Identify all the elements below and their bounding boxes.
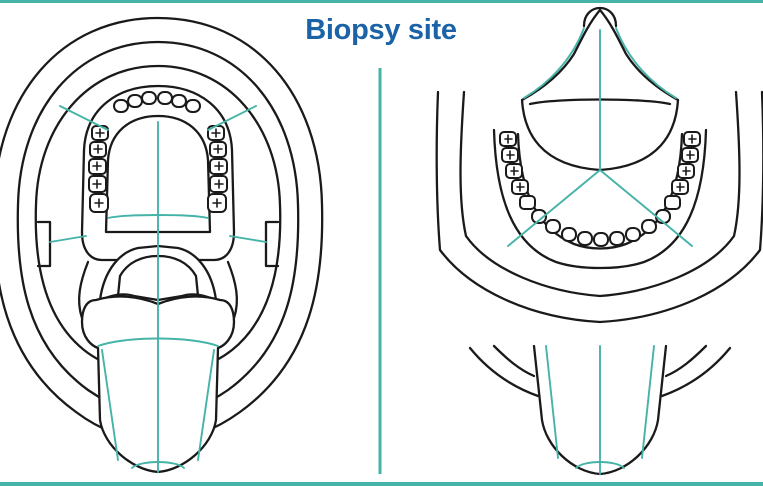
open-mouth-illustration <box>0 18 322 472</box>
floor-of-mouth-illustration <box>437 8 763 322</box>
ventral-tongue-illustration <box>470 346 730 474</box>
upper-right-molars <box>208 126 227 212</box>
right-commissure <box>266 222 278 266</box>
ventral-fold-right-inner <box>666 346 706 376</box>
ventral-fold-left-inner <box>494 346 534 376</box>
left-commissure <box>38 222 50 266</box>
upper-left-molars <box>89 126 108 212</box>
upper-front-teeth <box>114 92 200 112</box>
lower-front-teeth <box>532 210 670 246</box>
